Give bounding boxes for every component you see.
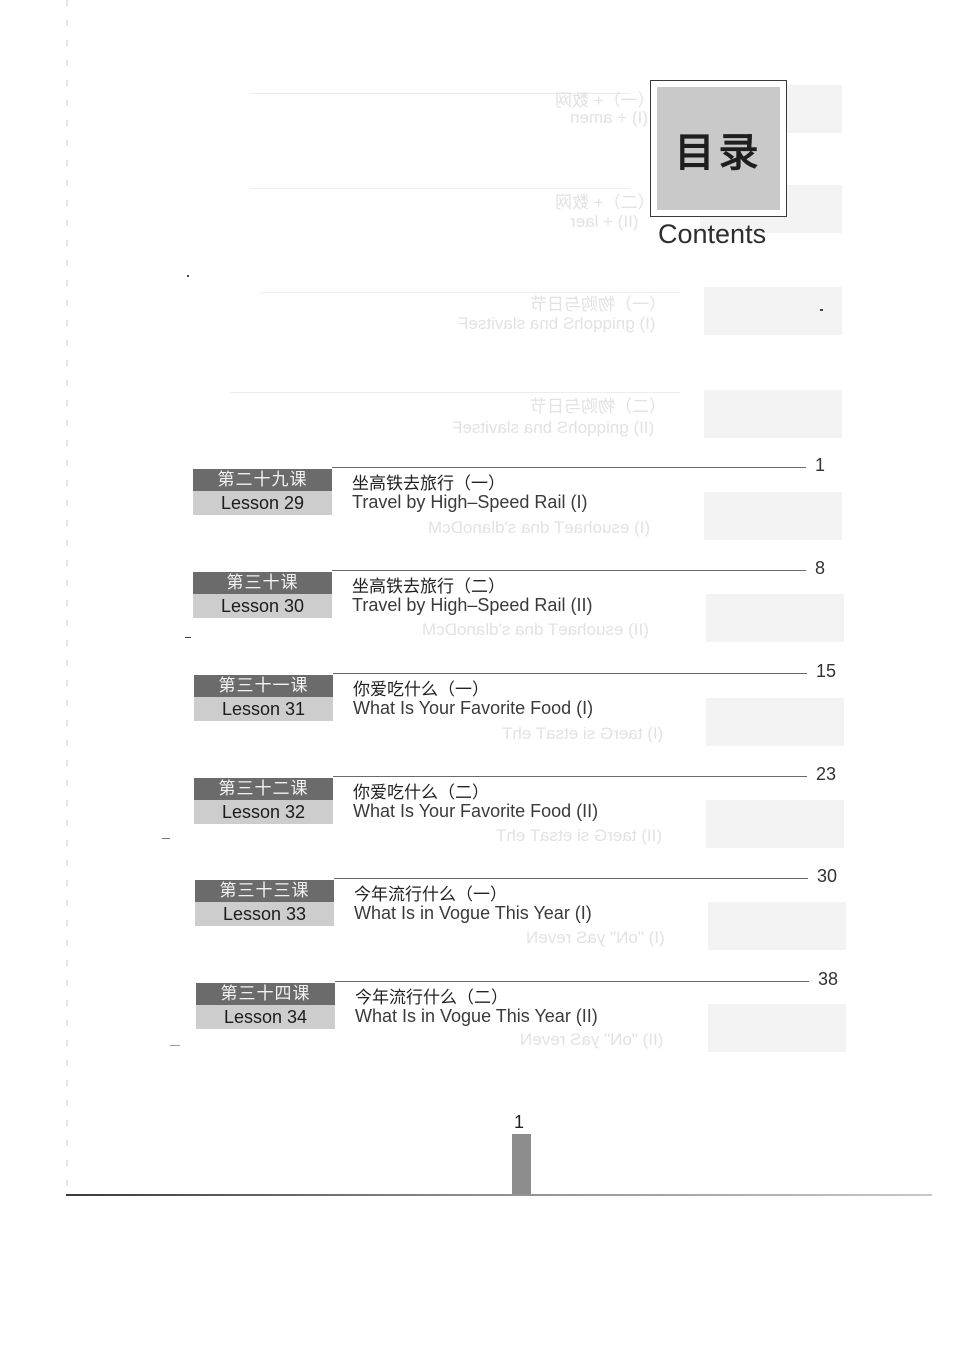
toc-entry-lesson-30[interactable]: 8 第三十课 Lesson 30 坐高铁去旅行（二） Travel by Hig… [193, 558, 838, 630]
lesson-label-cn: 第三十四课 [196, 983, 335, 1005]
lesson-title-en: What Is in Vogue This Year (II) [355, 1006, 598, 1026]
page-bottom-edge [66, 1194, 932, 1196]
leader-line [332, 570, 806, 571]
lesson-label-cn: 第三十一课 [194, 675, 333, 697]
toc-entry-lesson-29[interactable]: 1 第二十九课 Lesson 29 坐高铁去旅行（一） Travel by Hi… [193, 455, 838, 527]
lesson-badge: 第三十三课 Lesson 33 [195, 880, 334, 926]
lesson-label-en: Lesson 29 [193, 491, 332, 515]
page-folio-number: 1 [514, 1112, 525, 1132]
lesson-badge: 第二十九课 Lesson 29 [193, 469, 332, 515]
page-number: 38 [818, 969, 839, 989]
leader-line [333, 776, 807, 777]
lesson-title-cn: 今年流行什么（二） [355, 988, 508, 1008]
contents-title-cn: 目录 [674, 129, 763, 176]
lesson-label-cn: 第三十三课 [195, 880, 334, 902]
scan-speck [187, 275, 189, 277]
contents-title-fill: 目录 [657, 87, 780, 210]
lesson-title-cn: 坐高铁去旅行（一） [352, 474, 505, 494]
lesson-badge: 第三十二课 Lesson 32 [194, 778, 333, 824]
scan-speck [185, 637, 191, 638]
lesson-label-en: Lesson 30 [193, 594, 332, 618]
lesson-label-cn: 第三十课 [193, 572, 332, 594]
scan-speck [162, 838, 170, 839]
lesson-title-cn: 你爱吃什么（一） [353, 680, 489, 700]
toc-entry-lesson-32[interactable]: 23 第三十二课 Lesson 32 你爱吃什么（二） What Is Your… [194, 764, 839, 836]
lesson-title-cn: 你爱吃什么（二） [353, 783, 489, 803]
leader-line [335, 981, 809, 982]
leader-line [333, 673, 807, 674]
toc-entry-lesson-34[interactable]: 38 第三十四课 Lesson 34 今年流行什么（二） What Is in … [196, 969, 841, 1041]
scan-speck [820, 309, 823, 311]
lesson-title-en: Travel by High–Speed Rail (II) [352, 595, 593, 615]
page-number: 8 [815, 558, 826, 578]
page-folio-bar [512, 1134, 531, 1194]
contents-title-box: 目录 [650, 80, 787, 217]
lesson-title-en: What Is Your Favorite Food (I) [353, 698, 594, 718]
toc-entry-lesson-33[interactable]: 30 第三十三课 Lesson 33 今年流行什么（一） What Is in … [195, 866, 840, 938]
scan-speck [170, 1045, 180, 1046]
lesson-title-cn: 坐高铁去旅行（二） [352, 577, 505, 597]
lesson-title-en: What Is Your Favorite Food (II) [353, 801, 599, 821]
lesson-label-en: Lesson 32 [194, 800, 333, 824]
lesson-badge: 第三十四课 Lesson 34 [196, 983, 335, 1029]
page-number: 1 [815, 455, 826, 475]
lesson-label-cn: 第三十二课 [194, 778, 333, 800]
leader-line [334, 878, 808, 879]
contents-title-en: Contents [658, 219, 767, 249]
lesson-title-en: What Is in Vogue This Year (I) [354, 903, 592, 923]
lesson-badge: 第三十课 Lesson 30 [193, 572, 332, 618]
page-number: 15 [816, 661, 837, 681]
lesson-label-en: Lesson 33 [195, 902, 334, 926]
lesson-label-en: Lesson 34 [196, 1005, 335, 1029]
leader-line [332, 467, 806, 468]
page-number: 30 [817, 866, 838, 886]
lesson-label-cn: 第二十九课 [193, 469, 332, 491]
lesson-badge: 第三十一课 Lesson 31 [194, 675, 333, 721]
lesson-title-cn: 今年流行什么（一） [354, 885, 507, 905]
page-number: 23 [816, 764, 837, 784]
lesson-label-en: Lesson 31 [194, 697, 333, 721]
toc-entry-lesson-31[interactable]: 15 第三十一课 Lesson 31 你爱吃什么（一） What Is Your… [194, 661, 839, 733]
scan-left-edge [66, 0, 68, 1195]
lesson-title-en: Travel by High–Speed Rail (I) [352, 492, 588, 512]
